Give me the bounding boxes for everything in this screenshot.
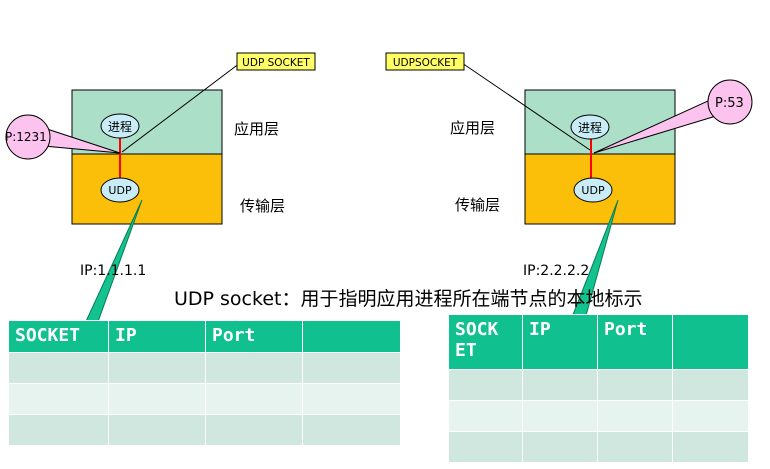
right-transport-layer-label: 传输层 — [455, 196, 500, 214]
table-cell — [448, 400, 523, 432]
table-cell — [108, 383, 206, 415]
right-table-header-row: SOCK ET IP Port — [448, 314, 749, 370]
right-port-label: P:53 — [715, 96, 744, 111]
left-table-header-socket: SOCKET — [8, 320, 109, 353]
caption-text: 用于指明应用进程所在端节点的本地标示 — [300, 288, 643, 310]
left-ip-label: IP:1.1.1.1 — [80, 263, 146, 279]
table-cell — [522, 431, 598, 463]
right-udp-oval — [573, 177, 613, 203]
left-app-layer-label: 应用层 — [234, 120, 279, 138]
table-cell — [8, 352, 109, 384]
left-udp-oval — [100, 177, 140, 203]
left-process-label: 进程 — [108, 119, 132, 134]
left-table-header-row: SOCKET IP Port — [8, 320, 401, 353]
caption-separator: ： — [281, 288, 301, 310]
table-row — [8, 352, 401, 384]
table-row — [8, 414, 401, 446]
table-cell — [522, 400, 598, 432]
table-cell — [108, 414, 206, 446]
left-transport-layer-box — [71, 153, 223, 225]
right-udp-label: UDP — [581, 184, 605, 197]
table-cell — [522, 369, 598, 401]
left-table-header-ip: IP — [108, 320, 206, 353]
left-udp-label: UDP — [108, 184, 132, 197]
caption-prefix: UDP socket — [174, 288, 282, 310]
left-socket-table: SOCKET IP Port — [8, 320, 401, 446]
table-cell — [672, 431, 749, 463]
left-application-layer-box — [71, 89, 223, 155]
table-cell — [448, 431, 523, 463]
table-cell — [597, 431, 673, 463]
right-table-header-socket: SOCK ET — [448, 314, 523, 370]
table-row — [448, 369, 749, 401]
left-table-header-port: Port — [205, 320, 303, 353]
right-table-header-port: Port — [597, 314, 673, 370]
left-udp-socket-callout-text: UDP SOCKET — [242, 57, 310, 69]
right-port-bubble — [707, 79, 753, 125]
table-cell — [672, 400, 749, 432]
table-cell — [597, 369, 673, 401]
left-process-oval — [100, 113, 140, 139]
right-socket-table: SOCK ET IP Port — [448, 314, 749, 463]
table-cell — [8, 414, 109, 446]
caption: UDP socket：用于指明应用进程所在端节点的本地标示 — [174, 284, 643, 311]
table-cell — [8, 383, 109, 415]
right-ip-label: IP:2.2.2.2 — [523, 263, 589, 279]
table-row — [8, 383, 401, 415]
right-app-layer-label: 应用层 — [450, 119, 495, 137]
left-udp-socket-callout — [236, 52, 316, 71]
right-process-oval — [570, 114, 610, 140]
left-port-label: P:1231 — [5, 130, 47, 144]
left-port-bubble — [5, 114, 51, 160]
table-cell — [205, 352, 303, 384]
table-cell — [108, 352, 206, 384]
table-row — [448, 431, 749, 463]
table-cell — [672, 369, 749, 401]
table-cell — [448, 369, 523, 401]
left-transport-layer-label: 传输层 — [240, 197, 285, 215]
table-cell — [302, 352, 401, 384]
right-table-header-extra — [672, 314, 749, 370]
left-table-header-extra — [302, 320, 401, 353]
table-cell — [205, 383, 303, 415]
right-udp-socket-callout — [385, 52, 465, 71]
right-udp-socket-callout-text: UDPSOCKET — [393, 57, 458, 69]
table-cell — [597, 400, 673, 432]
table-cell — [302, 414, 401, 446]
table-row — [448, 400, 749, 432]
right-table-header-ip: IP — [522, 314, 598, 370]
table-cell — [302, 383, 401, 415]
right-process-label: 进程 — [578, 120, 602, 135]
right-callout-line — [461, 62, 591, 151]
left-callout-line — [121, 62, 241, 153]
table-cell — [205, 414, 303, 446]
